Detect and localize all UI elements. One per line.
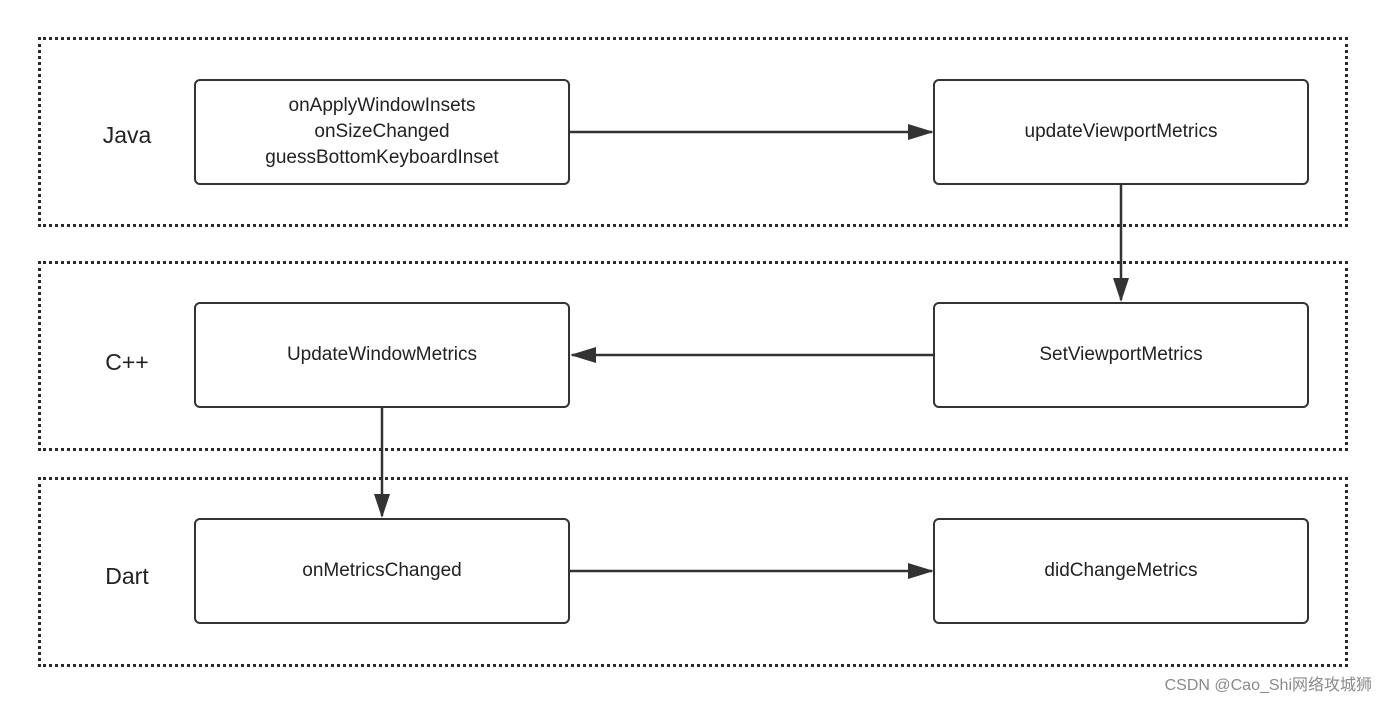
csdn-watermark: CSDN @Cao_Shi网络攻城狮 <box>1164 677 1372 694</box>
node-update-window-metrics: UpdateWindowMetrics <box>194 302 570 408</box>
cpp-layer-container <box>38 261 1348 451</box>
node-label-update-window-metrics: UpdateWindowMetrics <box>286 344 478 365</box>
node-update-viewport-metrics: updateViewportMetrics <box>933 79 1309 185</box>
node-line-on-size-changed: onSizeChanged <box>314 121 450 142</box>
java-layer-label: Java <box>102 122 152 148</box>
dart-layer-label: Dart <box>105 563 149 589</box>
node-label-on-metrics-changed: onMetricsChanged <box>302 560 462 581</box>
node-label-update-viewport-metrics: updateViewportMetrics <box>1024 121 1218 142</box>
node-set-viewport-metrics: SetViewportMetrics <box>933 302 1309 408</box>
node-label-set-viewport-metrics: SetViewportMetrics <box>1039 344 1203 365</box>
cpp-layer-label: C++ <box>105 349 149 375</box>
node-label-did-change-metrics: didChangeMetrics <box>1044 560 1198 581</box>
node-java-window-callbacks: onApplyWindowInsets onSizeChanged guessB… <box>194 79 570 185</box>
node-did-change-metrics: didChangeMetrics <box>933 518 1309 624</box>
node-line-on-apply-window-insets: onApplyWindowInsets <box>288 95 476 116</box>
node-on-metrics-changed: onMetricsChanged <box>194 518 570 624</box>
java-layer-container <box>38 37 1348 227</box>
dart-layer-container <box>38 477 1348 667</box>
node-line-guess-bottom-keyboard-inset: guessBottomKeyboardInset <box>265 147 499 168</box>
